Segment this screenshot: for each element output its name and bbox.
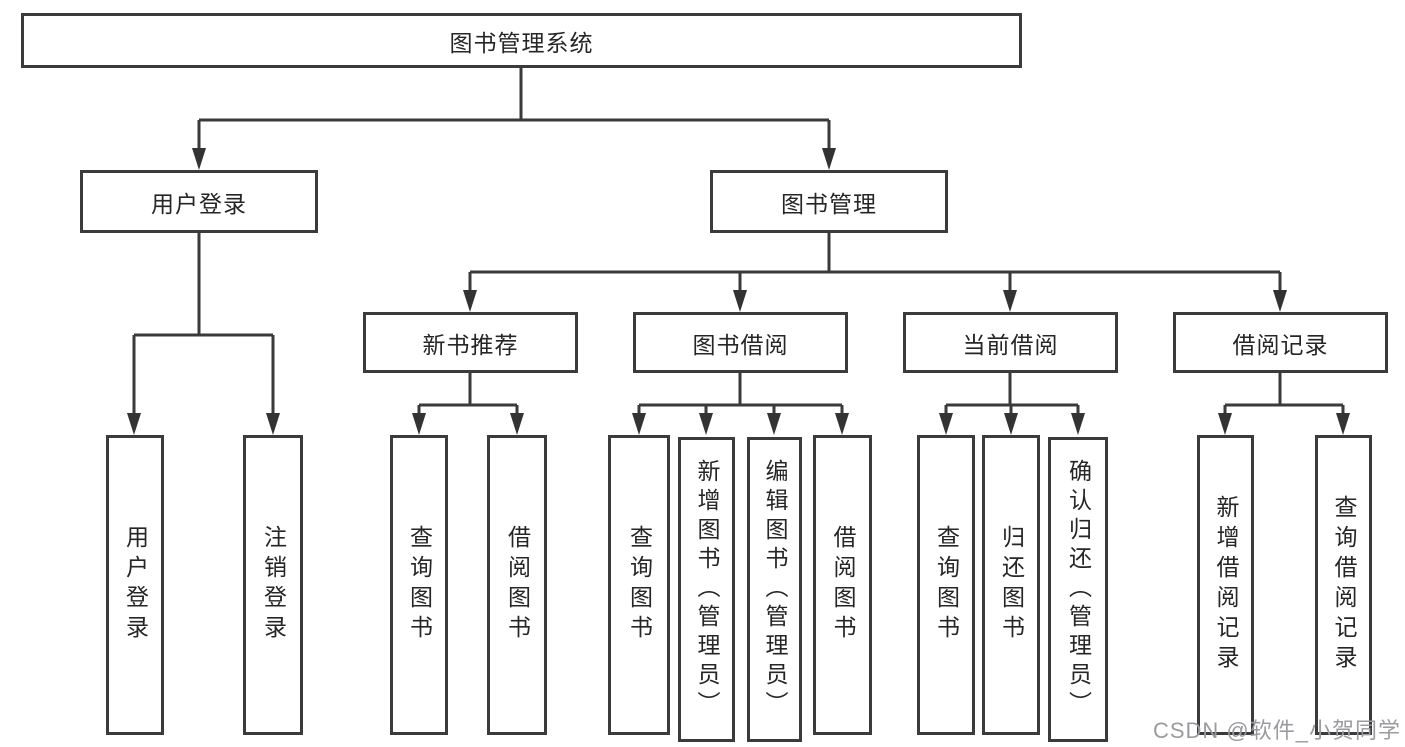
leaf-query-borrow-record: 查询借阅记录 [1315, 435, 1372, 735]
leaf-add-borrow-record: 新增借阅记录 [1197, 435, 1254, 735]
leaf-edit-books-admin: 编辑图书（管理员） [747, 437, 802, 742]
csdn-watermark: CSDN @软件_小贺同学 [1152, 718, 1401, 743]
leaf-user-login: 用户登录 [106, 435, 164, 735]
node-book-management: 图书管理 [710, 170, 948, 233]
leaf-logout: 注销登录 [243, 435, 303, 735]
leaf-query-books-current: 查询图书 [917, 435, 975, 735]
node-borrow-records: 借阅记录 [1173, 312, 1388, 373]
node-new-book-recommend: 新书推荐 [363, 312, 578, 373]
node-current-borrow: 当前借阅 [903, 312, 1118, 373]
leaf-confirm-return-admin: 确认归还（管理员） [1048, 437, 1108, 742]
node-book-borrow: 图书借阅 [633, 312, 848, 373]
node-user-login: 用户登录 [80, 170, 318, 233]
leaf-return-books: 归还图书 [982, 435, 1040, 735]
node-system-root: 图书管理系统 [21, 13, 1022, 68]
leaf-borrow-books-recommend: 借阅图书 [487, 435, 547, 735]
leaf-query-books-recommend: 查询图书 [390, 435, 448, 735]
leaf-add-books-admin: 新增图书（管理员） [678, 437, 735, 742]
leaf-borrow-books: 借阅图书 [813, 435, 872, 735]
leaf-query-books-borrow: 查询图书 [608, 435, 670, 735]
